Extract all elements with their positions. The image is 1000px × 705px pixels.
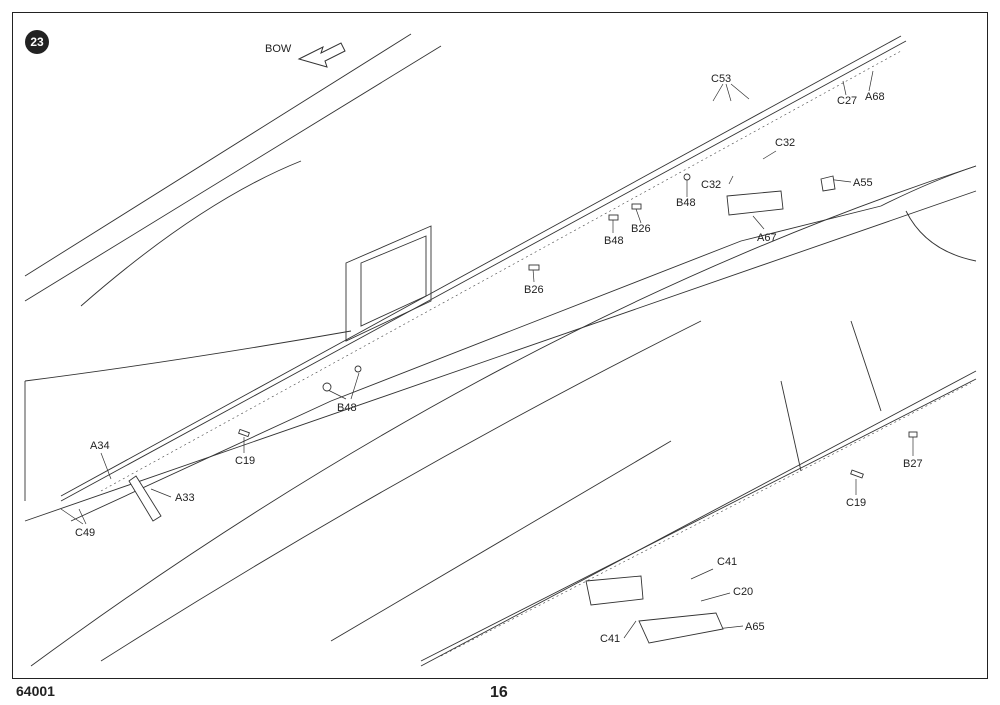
- part-label-c19-left: C19: [235, 455, 255, 467]
- part-label-a55: A55: [853, 177, 873, 189]
- part-label-a65: A65: [745, 621, 765, 633]
- step-badge: 23: [25, 30, 49, 54]
- assembly-drawing: 23 BOW C53 C27 A68 C32 C32 A55 B48 B48 B…: [24, 30, 977, 667]
- part-labels: C53 C27 A68 C32 C32 A55 B48 B48 B26 B26 …: [75, 73, 923, 645]
- step-number: 23: [30, 35, 44, 49]
- part-label-a33: A33: [175, 492, 195, 504]
- part-label-a68: A68: [865, 91, 885, 103]
- part-label-b26-left: B26: [524, 284, 544, 296]
- page-number: 16: [490, 684, 508, 701]
- part-label-c19-right: C19: [846, 497, 866, 509]
- part-label-c41-lower: C41: [600, 633, 620, 645]
- part-label-b48-upper: B48: [676, 197, 696, 209]
- part-label-c27: C27: [837, 95, 857, 107]
- part-label-c32-lower: C32: [701, 179, 721, 191]
- part-label-a34: A34: [90, 440, 110, 452]
- instruction-frame: 23 BOW C53 C27 A68 C32 C32 A55 B48 B48 B…: [12, 12, 988, 679]
- catalog-code: 64001: [16, 683, 55, 699]
- part-label-b26-right: B26: [631, 223, 651, 235]
- part-label-b27: B27: [903, 458, 923, 470]
- hull-outline: [24, 33, 977, 667]
- leader-lines: [60, 70, 914, 639]
- part-label-c20: C20: [733, 586, 753, 598]
- part-label-c41-upper: C41: [717, 556, 737, 568]
- part-label-c53: C53: [711, 73, 731, 85]
- part-label-b48-mid: B48: [604, 235, 624, 247]
- part-label-c32-upper: C32: [775, 137, 795, 149]
- part-label-c49: C49: [75, 527, 95, 539]
- part-label-a67: A67: [757, 232, 777, 244]
- arrow-icon: [297, 42, 346, 68]
- railing-detail: [100, 50, 972, 657]
- part-label-b48-lower: B48: [337, 402, 357, 414]
- bow-label: BOW: [265, 43, 292, 55]
- part-shapes: [128, 173, 918, 644]
